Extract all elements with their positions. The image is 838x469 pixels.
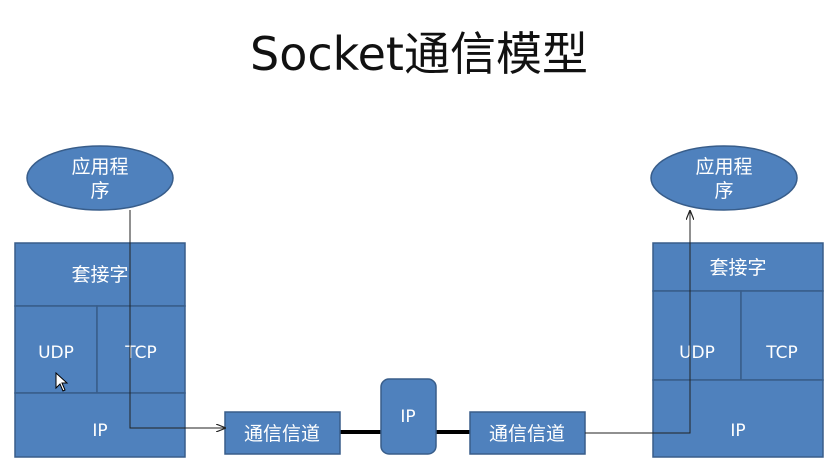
right-channel-block <box>469 411 586 455</box>
right-app-ellipse <box>650 145 798 211</box>
middle-ip-block <box>380 378 437 455</box>
left-app-label-line1: 应用程 <box>71 156 128 178</box>
right-socket-label: 套接字 <box>709 257 766 279</box>
right-app-label-line1: 应用程 <box>695 156 752 178</box>
right-tcp-label: TCP <box>765 343 798 363</box>
middle-ip-label: IP <box>400 407 415 427</box>
slide-title: Socket通信模型 <box>250 27 588 81</box>
right-ip-block <box>652 379 824 458</box>
left-channel-label: 通信信道 <box>244 423 320 445</box>
left-channel-block <box>224 411 341 455</box>
mouse-cursor-icon <box>55 371 69 392</box>
right-ip-label: IP <box>730 421 745 441</box>
left-tcp-label: TCP <box>124 343 157 363</box>
right-udp-label: UDP <box>679 343 715 363</box>
left-socket-block <box>14 242 186 307</box>
left-udp-label: UDP <box>38 343 74 363</box>
right-udp-block <box>652 290 742 381</box>
right-app-label-line2: 序 <box>714 180 733 202</box>
left-app-ellipse <box>26 145 174 211</box>
right-tcp-block <box>740 290 824 381</box>
left-socket-label: 套接字 <box>71 264 128 286</box>
right-channel-label: 通信信道 <box>489 423 565 445</box>
left-ip-block <box>14 392 186 458</box>
right-path-arrow <box>585 211 690 434</box>
left-path-arrow <box>129 210 225 428</box>
left-app-label-line2: 序 <box>90 180 109 202</box>
left-ip-label: IP <box>92 421 107 441</box>
